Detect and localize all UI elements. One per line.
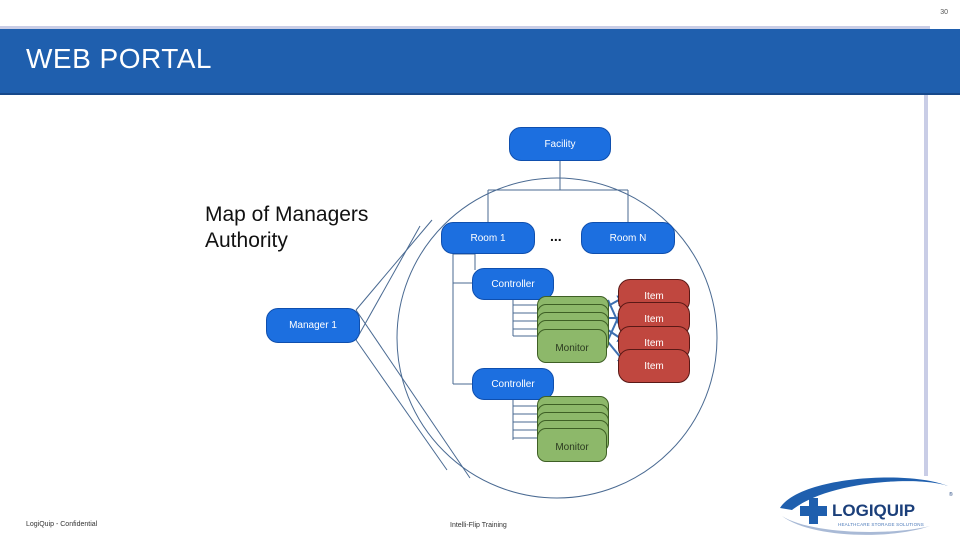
monitor-node[interactable]: Monitor — [537, 428, 607, 462]
top-rule — [0, 26, 930, 29]
diagram-caption: Map of Managers Authority — [205, 203, 369, 252]
logiquip-logo: LOGIQUIP HEALTHCARE STORAGE SOLUTIONS ® — [780, 477, 953, 535]
controller-node[interactable]: Controller — [472, 368, 554, 400]
room-1-node[interactable]: Room 1 — [441, 222, 535, 254]
slide-title: WEB PORTAL — [26, 43, 213, 74]
authority-circle — [396, 177, 718, 499]
svg-text:HEALTHCARE STORAGE SOLUTIONS: HEALTHCARE STORAGE SOLUTIONS — [838, 522, 924, 527]
monitor-node[interactable]: Monitor — [537, 329, 607, 363]
right-rule — [924, 26, 928, 476]
room-ellipsis: ... — [550, 228, 562, 244]
medical-cross-icon — [800, 498, 827, 524]
page-number: 30 — [940, 9, 948, 16]
footer-training: Intelli-Flip Training — [450, 522, 507, 529]
room-n-node[interactable]: Room N — [581, 222, 675, 254]
footer-confidential: LogiQuip - Confidential — [26, 521, 98, 528]
item-node[interactable]: Item — [618, 349, 690, 383]
title-banner: WEB PORTAL — [0, 29, 960, 95]
controller-node[interactable]: Controller — [472, 268, 554, 300]
facility-node[interactable]: Facility — [509, 127, 611, 161]
svg-text:LOGIQUIP: LOGIQUIP — [832, 501, 915, 520]
manager-node[interactable]: Manager 1 — [266, 308, 360, 343]
svg-text:®: ® — [949, 491, 953, 498]
